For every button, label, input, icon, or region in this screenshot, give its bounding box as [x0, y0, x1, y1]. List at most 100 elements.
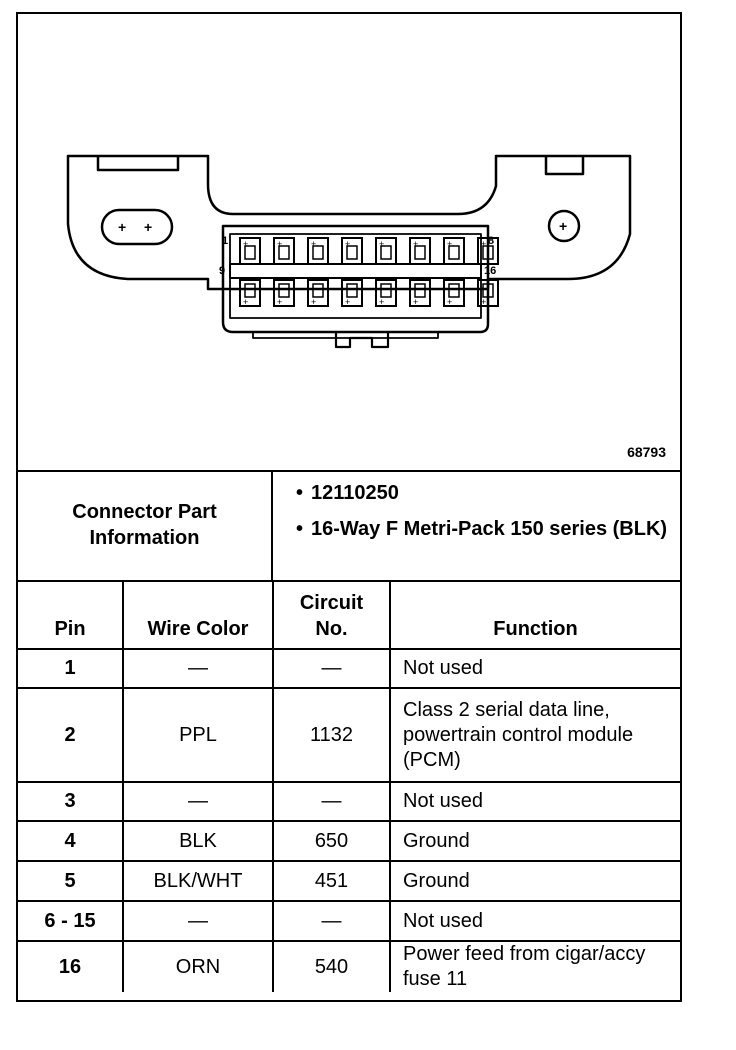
- table-row: 6 - 15 — — Not used: [18, 900, 680, 942]
- connector-figure: + + + + + + + + + + + + + + + + + + + 1 8 9 16 68793: [18, 14, 680, 472]
- cavity-mark: +: [413, 239, 418, 249]
- pin-cavity-8: +: [477, 237, 499, 265]
- cell-circuit: 1132: [272, 687, 391, 783]
- cell-function: Not used: [389, 900, 680, 942]
- pin-label-9: 9: [219, 265, 226, 277]
- cell-wire-color: PPL: [122, 687, 274, 783]
- cell-pin: 5: [18, 860, 124, 902]
- bullet: •: [295, 482, 303, 504]
- pin-cavity-13: +: [375, 279, 397, 307]
- pin-cavity-12: +: [341, 279, 363, 307]
- right-mount-hole: [547, 209, 581, 243]
- cell-circuit: 451: [272, 860, 391, 902]
- table-row: 3 — — Not used: [18, 781, 680, 822]
- pin-cavity-9: +: [239, 279, 261, 307]
- cell-function: Not used: [389, 648, 680, 689]
- connector-face: [221, 224, 490, 334]
- cavity-mark: +: [447, 239, 452, 249]
- pin-cavity-2: +: [273, 237, 295, 265]
- header-function: Function: [389, 580, 680, 650]
- header-pin: Pin: [18, 580, 124, 650]
- header-wire-color: Wire Color: [122, 580, 274, 650]
- pin-cavity-10: +: [273, 279, 295, 307]
- figure-id: 68793: [627, 444, 666, 460]
- connector-sheet: + + + + + + + + + + + + + + + + + + + 1 8 9 16 68793 Con…: [16, 12, 682, 1002]
- cell-function: Class 2 serial data line, powertrain con…: [389, 687, 680, 783]
- cell-function: Power feed from cigar/accy fuse 11: [389, 940, 680, 992]
- pin-cavity-11: +: [307, 279, 329, 307]
- cell-pin: 16: [18, 940, 124, 992]
- pin-table: Pin Wire Color Circuit No. Function 1 — …: [18, 580, 680, 992]
- svg-text:+: +: [559, 218, 567, 234]
- pin-cavity-1: +: [239, 237, 261, 265]
- cavity-mark: +: [379, 239, 384, 249]
- cell-function: Not used: [389, 781, 680, 822]
- cell-pin: 4: [18, 820, 124, 862]
- cavity-mark: +: [311, 239, 316, 249]
- cell-circuit: —: [272, 781, 391, 822]
- cavity-mark: +: [243, 239, 248, 249]
- cell-circuit: 540: [272, 940, 391, 992]
- connector-type-item: • 16-Way F Metri-Pack 150 series (BLK): [275, 516, 675, 542]
- table-row: 1 — — Not used: [18, 648, 680, 689]
- cavity-mark: +: [379, 297, 384, 307]
- pin-table-header: Pin Wire Color Circuit No. Function: [18, 580, 680, 650]
- table-row: 16 ORN 540 Power feed from cigar/accy fu…: [18, 940, 680, 992]
- cell-wire-color: ORN: [122, 940, 274, 992]
- svg-text:+: +: [118, 219, 126, 235]
- header-circuit-no: Circuit No.: [272, 580, 391, 650]
- cell-pin: 2: [18, 687, 124, 783]
- part-info-label: Connector Part Information: [18, 470, 273, 580]
- cavity-mark: +: [413, 297, 418, 307]
- pin-cavity-16: +: [477, 279, 499, 307]
- table-row: 2 PPL 1132 Class 2 serial data line, pow…: [18, 687, 680, 783]
- connector-drawing: + + + + + + + + + + + + + + + + + + +: [66, 154, 632, 349]
- cavity-mark: +: [311, 297, 316, 307]
- cell-wire-color: —: [122, 900, 274, 942]
- pin-label-8: 8: [488, 235, 495, 247]
- table-row: 5 BLK/WHT 451 Ground: [18, 860, 680, 902]
- divider-bar: [229, 263, 482, 279]
- cavity-mark: +: [345, 239, 350, 249]
- right-tab: [544, 156, 585, 176]
- cell-wire-color: BLK/WHT: [122, 860, 274, 902]
- cell-circuit: —: [272, 648, 391, 689]
- cell-wire-color: —: [122, 648, 274, 689]
- connector-type: 16-Way F Metri-Pack 150 series (BLK): [311, 518, 668, 540]
- cell-wire-color: BLK: [122, 820, 274, 862]
- left-mount-hole: [100, 208, 174, 246]
- table-row: 4 BLK 650 Ground: [18, 820, 680, 862]
- cell-function: Ground: [389, 860, 680, 902]
- cell-wire-color: —: [122, 781, 274, 822]
- pin-cavity-5: +: [375, 237, 397, 265]
- pin-label-1: 1: [222, 235, 229, 247]
- cell-pin: 3: [18, 781, 124, 822]
- cell-function: Ground: [389, 820, 680, 862]
- connector-bracket: [66, 154, 632, 291]
- cavity-mark: +: [481, 297, 486, 307]
- cavity-mark: +: [345, 297, 350, 307]
- pin-cavity-15: +: [443, 279, 465, 307]
- bullet: •: [295, 518, 303, 540]
- pin-cavity-4: +: [341, 237, 363, 265]
- pin-cavity-6: +: [409, 237, 431, 265]
- cell-circuit: —: [272, 900, 391, 942]
- cavity-mark: +: [277, 297, 282, 307]
- part-number-item: • 12110250: [275, 480, 675, 506]
- latch: [252, 332, 439, 339]
- svg-text:+: +: [144, 219, 152, 235]
- cell-pin: 1: [18, 648, 124, 689]
- part-number: 12110250: [311, 482, 399, 504]
- pin-label-16: 16: [484, 265, 497, 277]
- connector-part-info: Connector Part Information • 12110250 • …: [18, 470, 680, 582]
- cavity-mark: +: [243, 297, 248, 307]
- left-tab: [96, 156, 180, 172]
- cell-circuit: 650: [272, 820, 391, 862]
- cavity-mark: +: [481, 239, 486, 249]
- pin-cavity-3: +: [307, 237, 329, 265]
- pin-cavity-14: +: [409, 279, 431, 307]
- cavity-mark: +: [277, 239, 282, 249]
- pin-cavity-7: +: [443, 237, 465, 265]
- cell-pin: 6 - 15: [18, 900, 124, 942]
- cavity-mark: +: [447, 297, 452, 307]
